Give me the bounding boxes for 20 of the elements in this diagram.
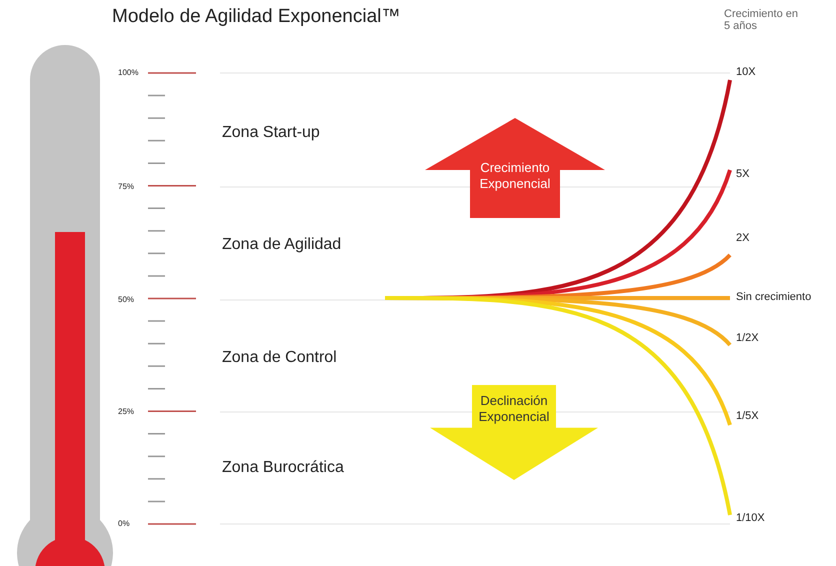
percent-label: 0% <box>118 519 130 528</box>
growth-label: 10X <box>736 66 756 78</box>
column-heading: Crecimiento en 5 años <box>724 8 799 32</box>
percent-label: 25% <box>118 407 134 416</box>
zone-label: Zona de Control <box>222 349 337 367</box>
growth-label: Sin crecimiento <box>736 291 812 303</box>
growth-label: 1/2X <box>736 332 759 344</box>
zone-label: Zona Start-up <box>222 124 320 142</box>
title: Modelo de Agilidad Exponencial™ <box>112 6 400 28</box>
growth-label: 5X <box>736 168 750 180</box>
zone-label: Zona Burocrática <box>222 459 344 477</box>
percent-label: 100% <box>118 68 138 77</box>
zone-label: Zona de Agilidad <box>222 236 342 254</box>
growth-label: 1/5X <box>736 410 759 422</box>
arrow-text: Crecimiento Exponencial <box>478 160 552 192</box>
percent-label: 75% <box>118 182 134 191</box>
growth-label: 1/10X <box>736 512 765 524</box>
percent-label: 50% <box>118 295 134 304</box>
arrow-text: Declinación Exponencial <box>478 392 550 425</box>
growth-label: 2X <box>736 232 750 244</box>
